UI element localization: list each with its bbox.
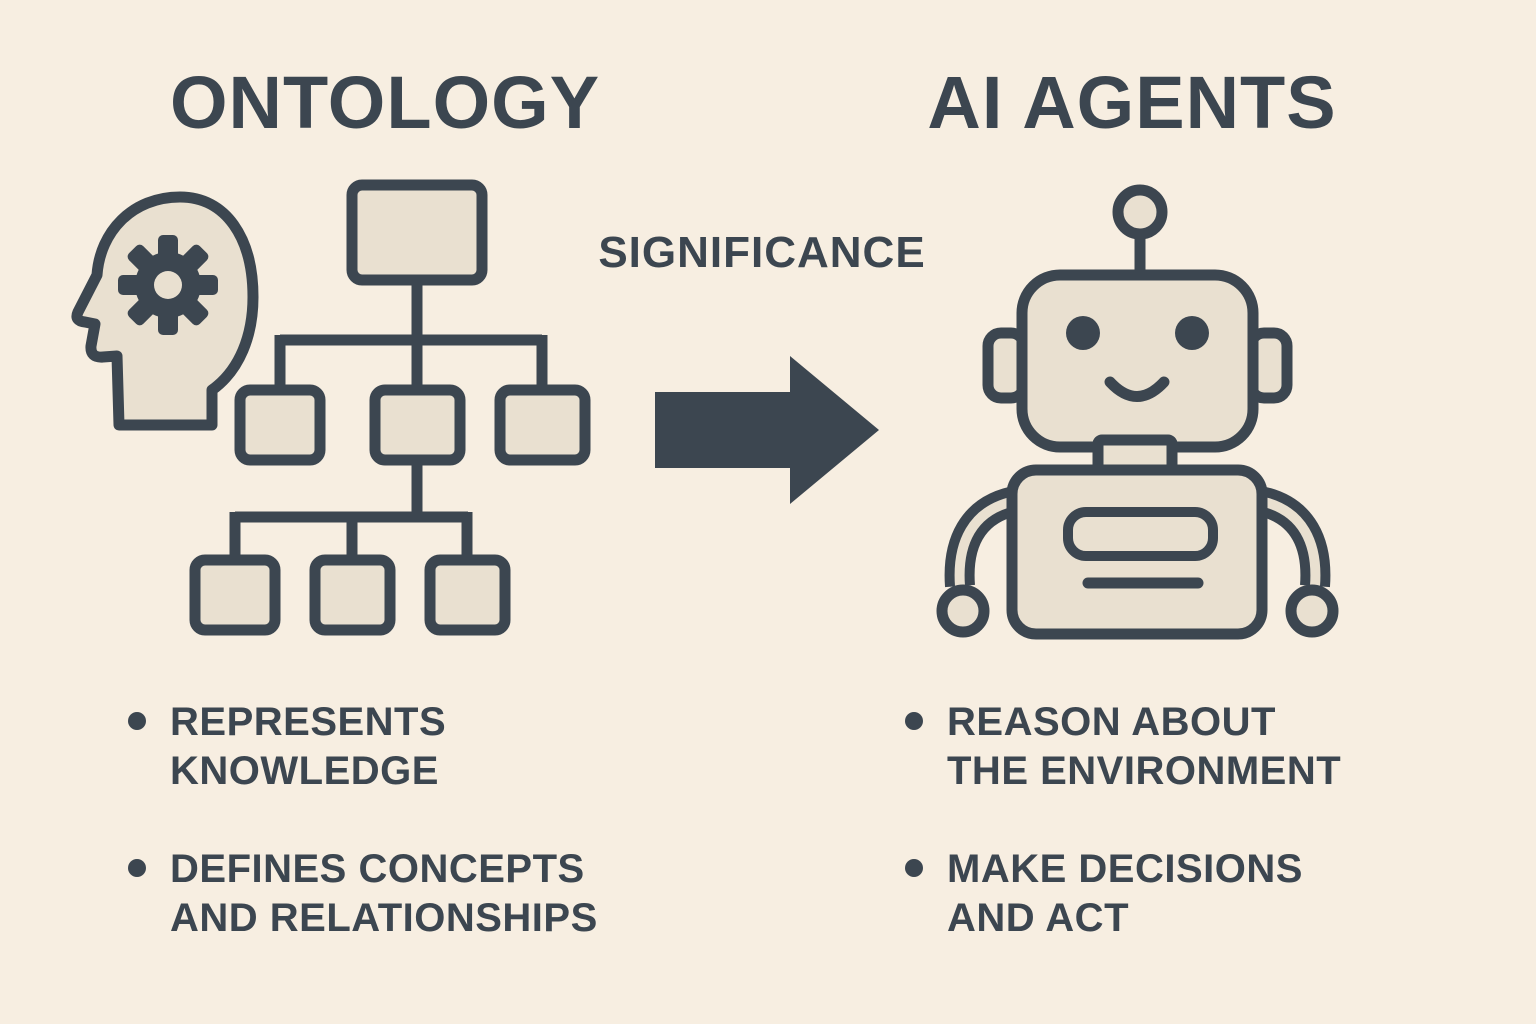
ai-agents-bullet-2: MAKE DECISIONS AND ACT — [905, 845, 1303, 943]
ontology-graphic — [71, 179, 591, 636]
gear-icon — [118, 235, 218, 335]
hierarchy-node — [494, 384, 591, 466]
robot-chest-panel — [1063, 507, 1218, 561]
robot-head — [1016, 269, 1259, 453]
bullet-dot — [128, 712, 146, 730]
bullet-text: MAKE DECISIONS AND ACT — [947, 847, 1303, 941]
ontology-bullet-1: REPRESENTS KNOWLEDGE — [128, 698, 446, 796]
robot-arm-left — [936, 485, 1024, 638]
bullet-dot — [905, 859, 923, 877]
gear-hole — [154, 271, 182, 299]
significance-label: SIGNIFICANCE — [598, 228, 926, 277]
robot-hand-left — [936, 584, 990, 638]
hierarchy-root-node — [346, 179, 488, 286]
hierarchy-node — [424, 554, 511, 636]
hierarchy-connectors — [229, 280, 548, 560]
robot-icon — [936, 184, 1339, 640]
bullet-dot — [128, 859, 146, 877]
bullet-text: DEFINES CONCEPTS AND RELATIONSHIPS — [170, 847, 598, 941]
bullet-text: REASON ABOUT THE ENVIRONMENT — [947, 700, 1342, 794]
bullet-text: REPRESENTS KNOWLEDGE — [170, 700, 447, 794]
ontology-bullet-2: DEFINES CONCEPTS AND RELATIONSHIPS — [128, 845, 598, 943]
bullet-dot — [905, 712, 923, 730]
hierarchy-tree-icon — [189, 179, 591, 636]
hierarchy-node — [369, 384, 466, 466]
robot-antenna-ball — [1112, 184, 1168, 240]
robot-eye-left — [1066, 316, 1100, 350]
head-with-gear-icon — [71, 191, 259, 431]
ontology-title: ONTOLOGY — [169, 61, 601, 144]
hierarchy-node — [189, 554, 281, 636]
robot-eye-right — [1175, 316, 1209, 350]
arrow-shape — [655, 356, 879, 504]
robot-smile — [1104, 376, 1170, 402]
hierarchy-node — [309, 554, 396, 636]
robot-arm-right — [1251, 485, 1339, 638]
ai-agents-title: AI AGENTS — [927, 61, 1337, 144]
robot-hand-right — [1285, 584, 1339, 638]
ai-agents-bullet-1: REASON ABOUT THE ENVIRONMENT — [905, 698, 1341, 796]
arrow-right-icon — [655, 356, 879, 504]
hierarchy-node — [234, 384, 326, 466]
